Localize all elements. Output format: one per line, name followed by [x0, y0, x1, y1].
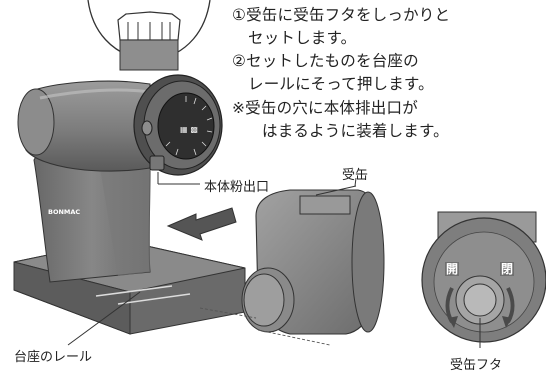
- hopper: [87, 0, 211, 71]
- canister-side: [241, 189, 385, 335]
- label-outlet: 本体粉出口: [204, 180, 270, 195]
- svg-text:▦ ▩: ▦ ▩: [180, 125, 198, 134]
- instruction-note: ※受缶の穴に本体排出口が: [232, 99, 418, 117]
- grind-dial: ▦ ▩: [133, 74, 223, 176]
- alignment-guides: [199, 307, 331, 346]
- label-close: 閉: [500, 262, 515, 276]
- instruction-step2: ②セットしたものを台座の: [232, 52, 419, 70]
- push-arrow-icon: [166, 207, 237, 241]
- instruction-note-cont: はまるように装着します。: [262, 122, 449, 140]
- instruction-step1: ①受缶に受缶フタをしっかりと: [232, 6, 451, 24]
- leader-lines: [67, 172, 481, 348]
- canister-front: [421, 211, 546, 343]
- label-lid: 受缶フタ: [450, 358, 503, 373]
- brand-logo: BONMAC: [48, 208, 80, 216]
- instruction-step1-cont: セットします。: [248, 29, 357, 47]
- grinder-body: [17, 80, 151, 172]
- label-rail: 台座のレール: [14, 350, 93, 365]
- label-canister: 受缶: [342, 168, 369, 183]
- instruction-step2-cont: レールにそって押します。: [248, 75, 434, 93]
- label-open: 開: [445, 262, 460, 276]
